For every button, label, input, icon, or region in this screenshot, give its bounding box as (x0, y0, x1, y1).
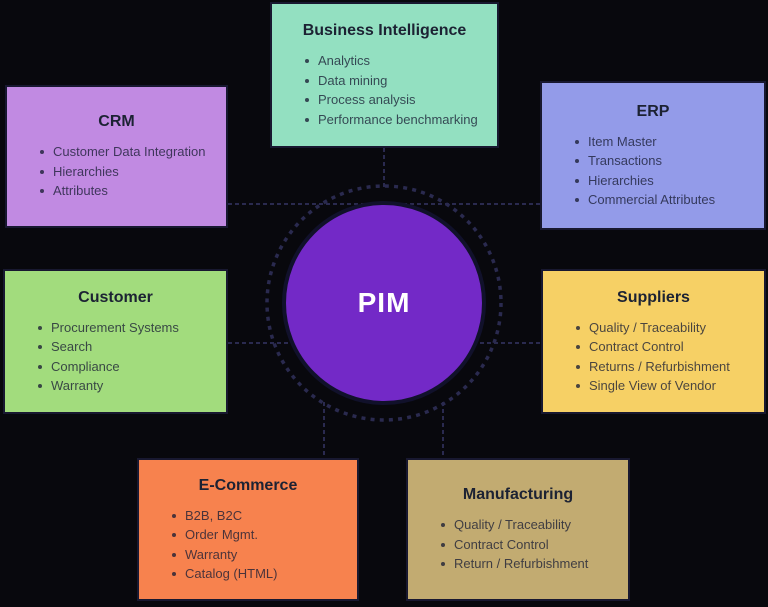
list-item: Procurement Systems (38, 318, 222, 338)
connector-business-intelligence (383, 148, 385, 187)
list-item: Catalog (HTML) (172, 564, 353, 584)
node-title: E-Commerce (198, 476, 298, 494)
pim-hub-circle: PIM (282, 201, 486, 405)
list-item: Contract Control (441, 535, 624, 555)
list-item: Attributes (40, 181, 222, 201)
node-title: Customer (78, 288, 153, 306)
list-item: Returns / Refurbishment (576, 357, 760, 377)
list-item: Customer Data Integration (40, 142, 222, 162)
node-title: Manufacturing (462, 486, 574, 504)
pim-hub-label: PIM (357, 287, 411, 318)
list-item: Hierarchies (40, 162, 222, 182)
list-item: Quality / Traceability (576, 318, 760, 338)
list-item: Commercial Attributes (575, 190, 760, 210)
list-item: Return / Refurbishment (441, 554, 624, 574)
list-item: Item Master (575, 132, 760, 152)
node-title: Business Intelligence (302, 22, 467, 39)
list-item: B2B, B2C (172, 506, 353, 526)
list-item: Single View of Vendor (576, 376, 760, 396)
list-item: Search (38, 337, 222, 357)
list-item: Contract Control (576, 337, 760, 357)
node-title: Suppliers (617, 288, 690, 306)
list-item: Performance benchmarking (305, 110, 493, 130)
hub-dashed-ring (265, 184, 503, 422)
list-item: Data mining (305, 71, 493, 91)
list-item: Hierarchies (575, 171, 760, 191)
node-title: ERP (636, 102, 670, 120)
list-item: Analytics (305, 51, 493, 71)
connector-e-commerce (323, 402, 325, 458)
list-item: Quality / Traceability (441, 515, 624, 535)
list-item: Warranty (172, 545, 353, 565)
list-item: Transactions (575, 151, 760, 171)
list-item: Warranty (38, 376, 222, 396)
node-title: CRM (98, 113, 135, 131)
connector-manufacturing (442, 402, 444, 458)
list-item: Compliance (38, 357, 222, 377)
list-item: Order Mgmt. (172, 525, 353, 545)
list-item: Process analysis (305, 90, 493, 110)
